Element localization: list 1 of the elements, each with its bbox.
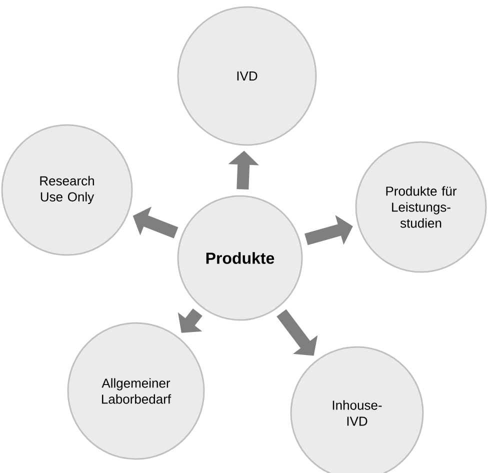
block-arrow: [276, 309, 318, 356]
